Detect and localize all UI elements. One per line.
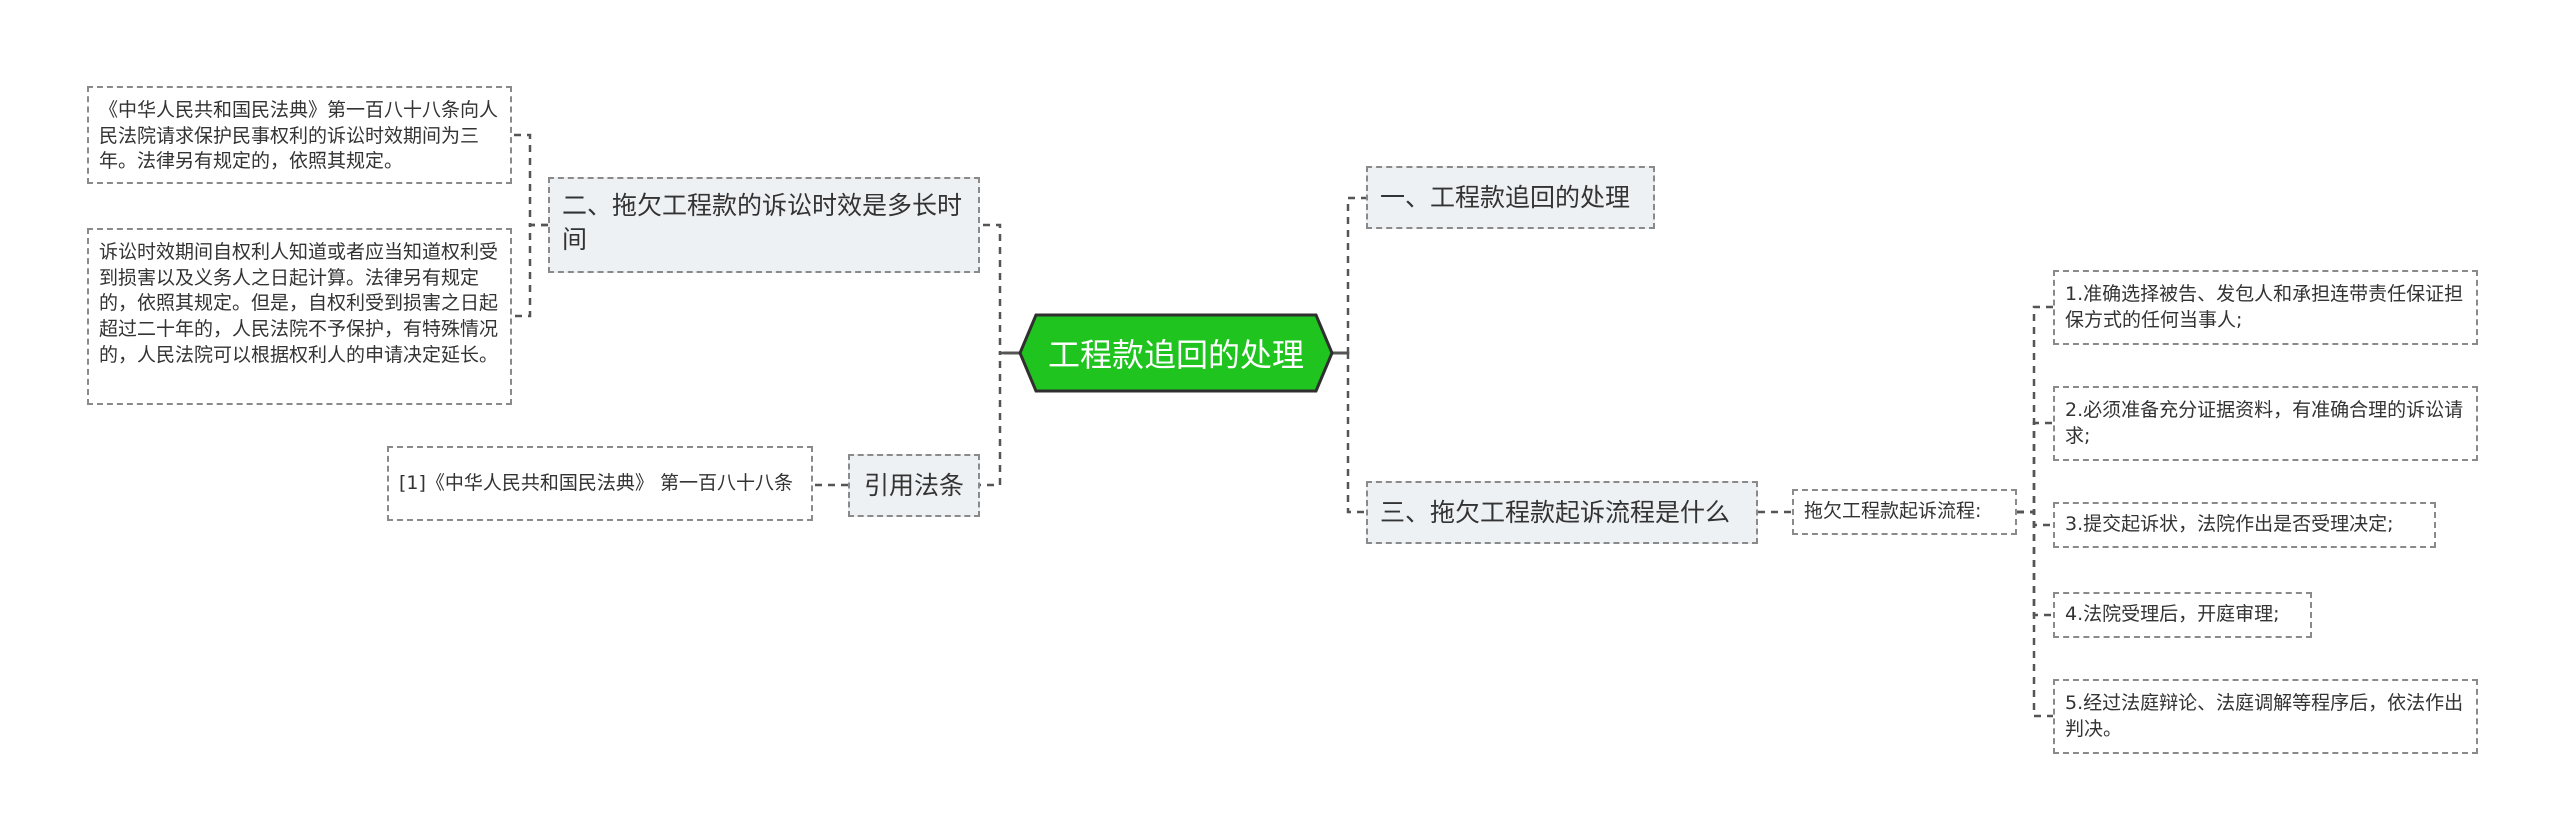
connector-root-topic1 xyxy=(1334,196,1366,355)
step-5[interactable]: 5.经过法庭辩论、法庭调解等程序后，依法作出判决。 xyxy=(2053,679,2478,754)
step-3[interactable]: 3.提交起诉状，法院作出是否受理决定; xyxy=(2053,502,2436,548)
topic-2-node[interactable]: 二、拖欠工程款的诉讼时效是多长时间 xyxy=(548,177,980,273)
connector-sub-step-3 xyxy=(2017,510,2053,527)
connector-root-topic2 xyxy=(980,223,1018,355)
topic-3-subheading[interactable]: 拖欠工程款起诉流程: xyxy=(1792,489,2017,535)
connector-sub-step-5 xyxy=(2017,510,2053,718)
connector-root-topic3 xyxy=(1334,351,1366,514)
citation-detail[interactable]: [1]《中华人民共和国民法典》 第一百八十八条 xyxy=(387,446,813,521)
citation-node[interactable]: 引用法条 xyxy=(848,454,980,517)
root-node[interactable]: 工程款追回的处理 xyxy=(1018,313,1334,393)
connector-sub-step-1 xyxy=(2017,305,2053,514)
step-2[interactable]: 2.必须准备充分证据资料，有准确合理的诉讼请求; xyxy=(2053,386,2478,461)
topic-1-node[interactable]: 一、工程款追回的处理 xyxy=(1366,166,1655,229)
connector-sub-step-2 xyxy=(2017,421,2053,514)
step-1[interactable]: 1.准确选择被告、发包人和承担连带责任保证担保方式的任何当事人; xyxy=(2053,270,2478,345)
step-4[interactable]: 4.法院受理后，开庭审理; xyxy=(2053,592,2312,638)
connector-topic2-detail2 xyxy=(512,223,548,318)
topic-2-detail-1[interactable]: 《中华人民共和国民法典》第一百八十八条向人民法院请求保护民事权利的诉讼时效期间为… xyxy=(87,86,512,184)
root-hexagon xyxy=(1018,313,1334,393)
topic-2-detail-2[interactable]: 诉讼时效期间自权利人知道或者应当知道权利受到损害以及义务人之日起计算。法律另有规… xyxy=(87,228,512,405)
topic-3-node[interactable]: 三、拖欠工程款起诉流程是什么 xyxy=(1366,481,1758,544)
connector-root-citation xyxy=(980,351,1018,487)
root-label: 工程款追回的处理 xyxy=(1047,336,1304,374)
connector-topic2-detail1 xyxy=(512,133,548,227)
